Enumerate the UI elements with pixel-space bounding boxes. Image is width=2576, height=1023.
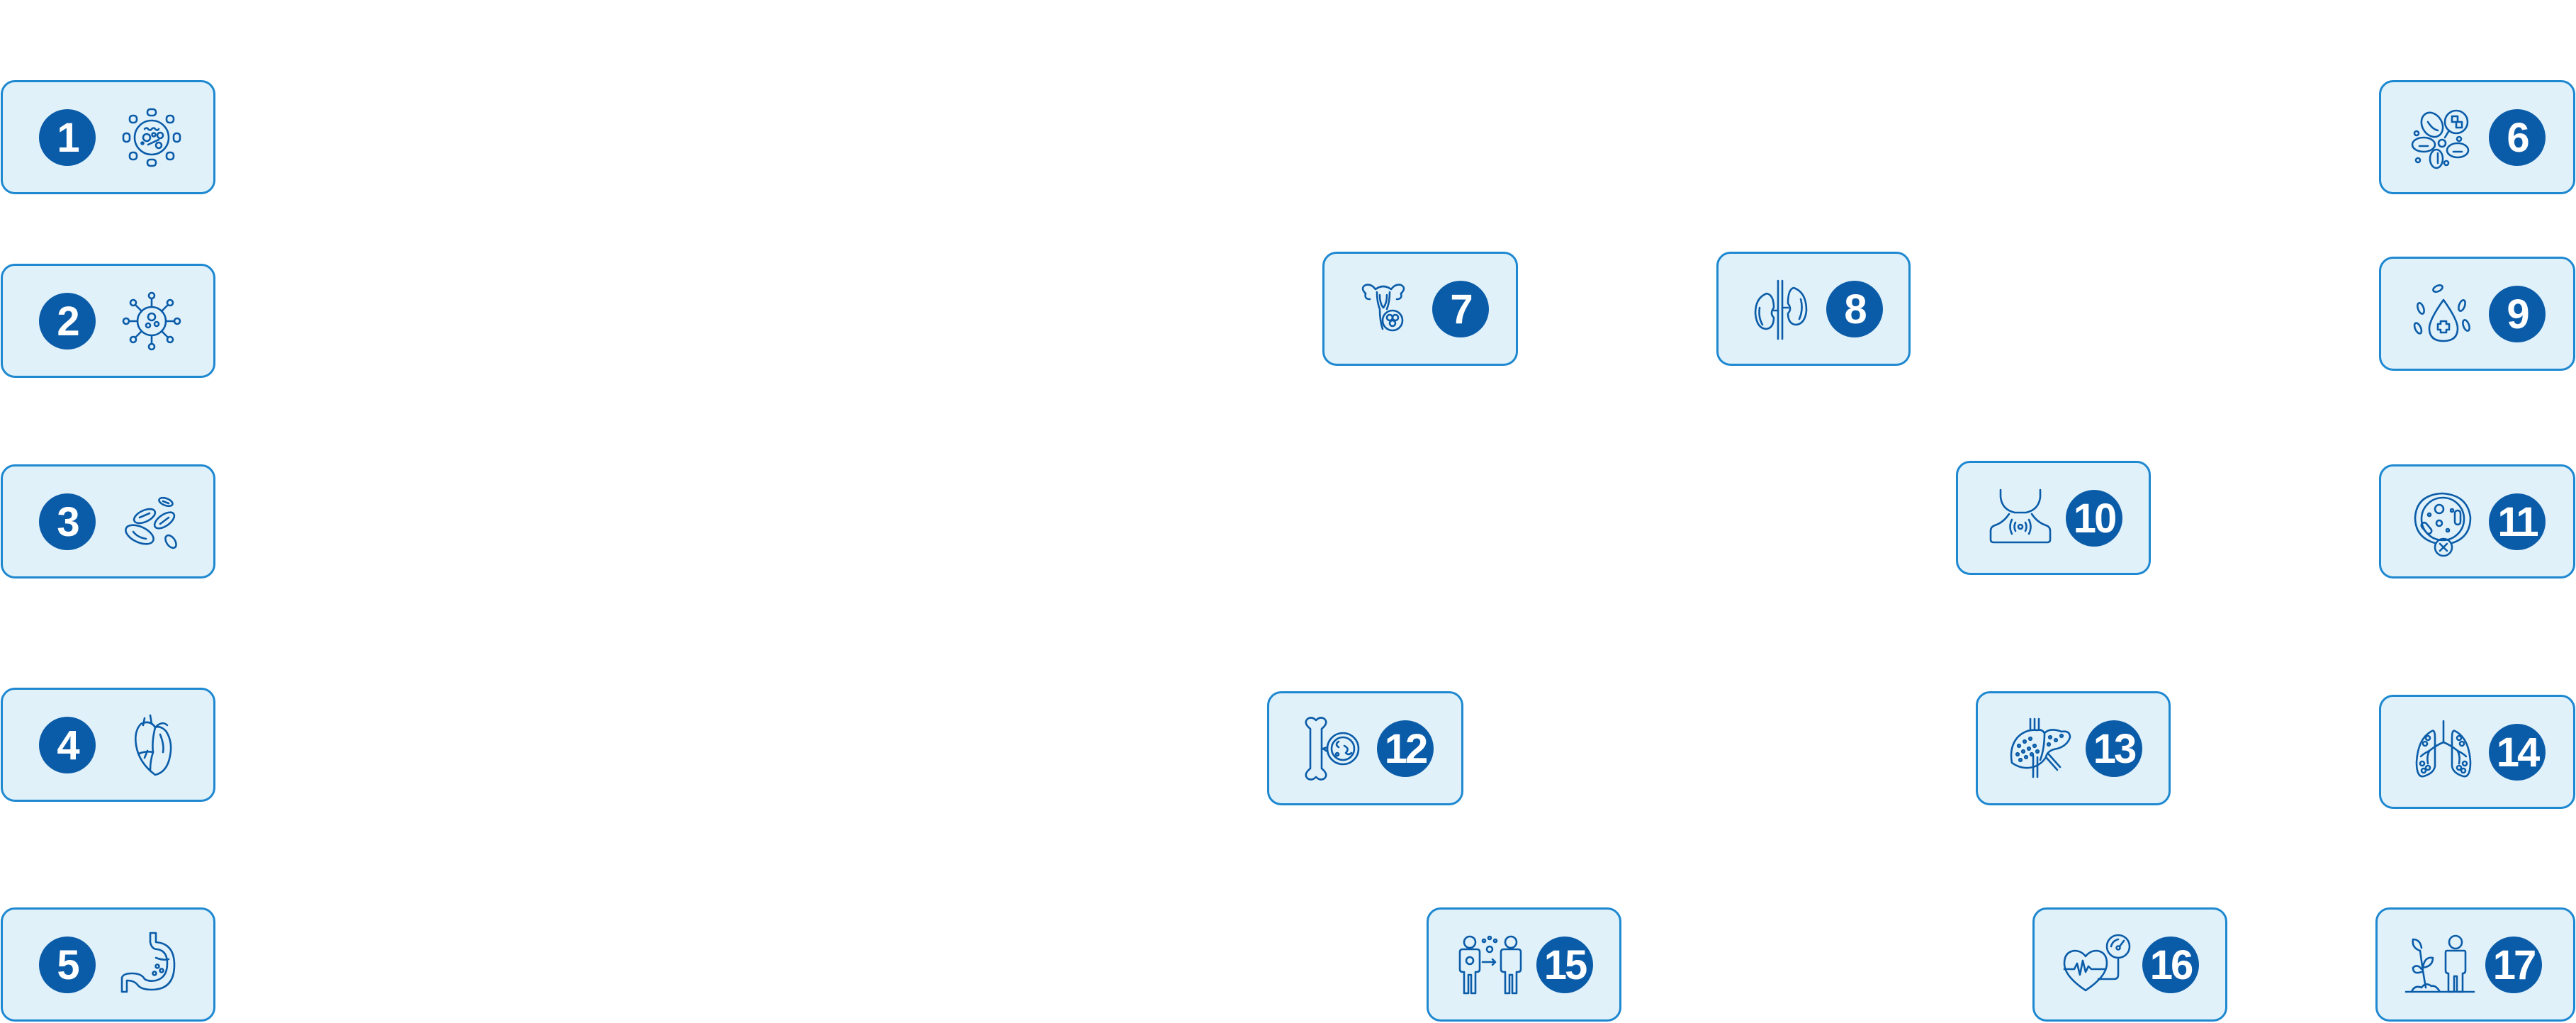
number-badge: 17 <box>2485 937 2542 993</box>
blood-drop-plus-icon <box>2408 279 2479 350</box>
number-badge: 14 <box>2489 724 2546 781</box>
number-badge: 4 <box>39 717 96 773</box>
number-badge: 3 <box>39 493 96 550</box>
number-badge: 10 <box>2066 490 2122 547</box>
number-badge: 6 <box>2489 109 2546 166</box>
item-card-17[interactable]: 17 <box>2375 907 2575 1022</box>
red-blood-cells-icon <box>116 486 187 557</box>
petri-dish-bacteria-icon <box>2408 486 2479 557</box>
item-card-16[interactable]: 16 <box>2032 907 2227 1022</box>
lungs-icon <box>2408 717 2479 788</box>
number-badge: 16 <box>2142 937 2199 993</box>
liver-icon <box>2005 713 2076 784</box>
item-card-3[interactable]: 3 <box>1 464 215 578</box>
bone-cells-icon <box>1296 713 1367 784</box>
number-badge: 7 <box>1432 281 1489 337</box>
uterus-cells-icon <box>1351 274 1422 345</box>
item-card-12[interactable]: 12 <box>1267 691 1463 805</box>
item-card-8[interactable]: 8 <box>1716 252 1911 366</box>
item-card-2[interactable]: 2 <box>1 264 215 378</box>
stomach-icon <box>116 929 187 1000</box>
item-card-13[interactable]: 13 <box>1976 691 2171 805</box>
item-card-4[interactable]: 4 <box>1 688 215 802</box>
item-card-9[interactable]: 9 <box>2379 257 2575 371</box>
item-card-7[interactable]: 7 <box>1322 252 1518 366</box>
number-badge: 2 <box>39 293 96 350</box>
item-card-15[interactable]: 15 <box>1427 907 1621 1022</box>
item-card-11[interactable]: 11 <box>2379 464 2575 578</box>
item-card-1[interactable]: 1 <box>1 80 215 194</box>
number-badge: 11 <box>2489 493 2546 550</box>
number-badge: 8 <box>1826 281 1883 337</box>
blood-cells-sugar-icon <box>2408 102 2479 173</box>
kidneys-icon <box>1745 274 1816 345</box>
item-card-6[interactable]: 6 <box>2379 80 2575 194</box>
number-badge: 13 <box>2086 720 2142 777</box>
plant-person-growth-icon <box>2405 929 2475 1000</box>
bacteria-cell-icon <box>116 102 187 173</box>
number-badge: 5 <box>39 937 96 993</box>
number-badge: 9 <box>2489 286 2546 342</box>
thyroid-throat-icon <box>1985 483 2056 554</box>
number-badge: 1 <box>39 109 96 166</box>
anatomical-heart-icon <box>116 710 187 781</box>
heart-blood-pressure-icon <box>2062 929 2132 1000</box>
number-badge: 15 <box>1536 937 1593 993</box>
virus-icon <box>116 286 187 357</box>
person-transmission-icon <box>1456 929 1526 1000</box>
item-card-14[interactable]: 14 <box>2379 695 2575 809</box>
number-badge: 12 <box>1377 720 1434 777</box>
item-card-5[interactable]: 5 <box>1 907 215 1022</box>
item-card-10[interactable]: 10 <box>1956 461 2151 575</box>
